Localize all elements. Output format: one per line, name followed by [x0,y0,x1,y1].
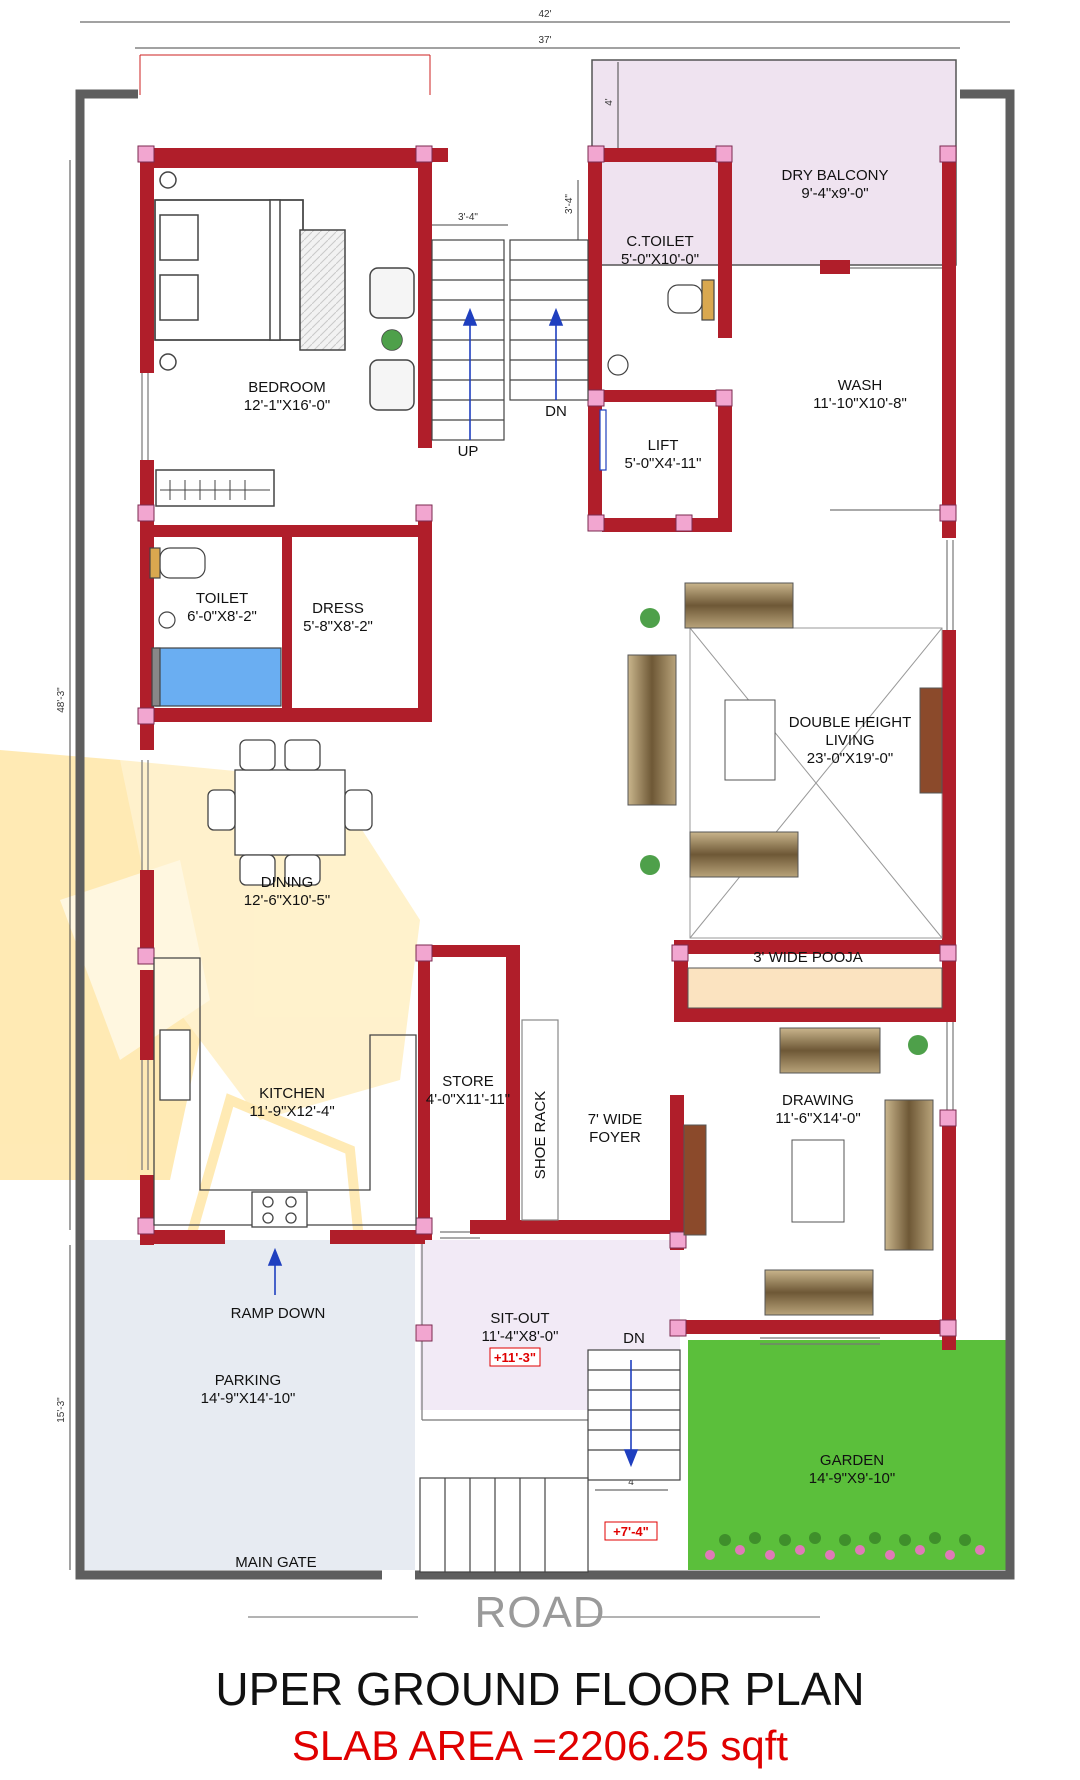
pooja-shelf [687,967,943,1009]
bed [154,171,346,371]
level-box-entry [604,1521,658,1541]
garden-flowers [705,1545,985,1560]
lift-size: 5'-0"X4'-11" [625,455,702,472]
toilet-size: 6'-0"X8'-2" [187,608,257,625]
staircase [431,239,589,441]
plot-boundary [75,89,1015,1580]
drawing-sofas [683,1027,934,1316]
living-name-line1: DOUBLE HEIGHT [789,714,912,731]
dim-balcony-depth: 4' [604,98,615,106]
plan-title: UPER GROUND FLOOR PLAN [215,1663,865,1715]
dim-left-lower: 15'-3" [56,1397,67,1423]
shoe-rack-unit [521,1019,559,1221]
garden-shrubs [719,1532,971,1546]
level-box-sitout [489,1347,541,1367]
dining-name: DINING [261,874,314,891]
road-line-right [580,1616,820,1618]
parking-area [80,1240,415,1570]
floor-plan: 42' 37' 48'-3" 15'-3" 4' 3'-4" 3'-4" 4' … [0,9,1015,1580]
drawing-name: DRAWING [782,1092,854,1109]
level-sitout: +11'-3" [494,1350,536,1365]
window-lines [141,267,954,1421]
dim-inner-width: 37' [538,35,551,46]
living-name-line2: LIVING [825,732,874,749]
toilet-fixtures [149,547,282,707]
parking-name: PARKING [215,1372,281,1389]
dining-set [207,739,373,886]
garden-size: 14'-9"X9'-10" [809,1470,895,1487]
slab-area: SLAB AREA =2206.25 sqft [291,1722,789,1769]
foyer-line2: FOYER [589,1129,641,1146]
dry-balcony-name: DRY BALCONY [782,167,889,184]
foyer-line1: 7' WIDE [588,1111,643,1128]
dim-left-upper: 48'-3" [56,687,67,713]
sitout-size: 11'-4"X8'-0" [482,1328,559,1345]
wash-size: 11'-10"X10'-8" [813,395,907,412]
wardrobe-hangers [160,480,270,500]
stair-up-label: UP [458,443,479,460]
kitchen-size: 11'-9"X12'-4" [249,1103,334,1120]
living-sofas [627,582,943,878]
pooja-label: 3' WIDE POOJA [753,949,863,966]
dry-balcony-size: 9'-4"x9'-0" [801,185,868,202]
ramp-arrow [267,1247,283,1295]
living-void [689,627,943,939]
c-toilet-fixtures [607,279,715,376]
dining-size: 12'-6"X10'-5" [244,892,330,909]
bedroom-chairs [369,267,415,411]
dimension-lines [69,21,1010,1570]
bedroom-name: BEDROOM [248,379,326,396]
road-label: ROAD [474,1588,606,1637]
c-toilet-name: C.TOILET [626,233,693,250]
wash-name: WASH [838,377,882,394]
toilet-name: TOILET [196,590,248,607]
living-size: 23'-0"X19'-0" [807,750,893,767]
shoe-rack-label: SHOE RACK [532,1091,549,1179]
main-gate-label: MAIN GATE [235,1554,316,1571]
dim-front-stair-width: 4' [628,1477,636,1488]
front-stair-arrow [623,1360,639,1468]
c-toilet-size: 5'-0"X10'-0" [621,251,699,268]
level-entry: +7'-4" [613,1524,649,1539]
columns [137,145,957,1342]
garden-name: GARDEN [820,1452,884,1469]
dim-overall-width: 42' [538,9,551,20]
lift-door [599,409,607,471]
stair-dn-label: DN [545,403,567,420]
dim-stair-width: 3'-4" [458,212,478,223]
dim-stair-landing: 3'-4" [564,194,575,214]
walls [140,148,956,1350]
bedroom-size: 12'-1"X16'-0" [244,397,330,414]
stair-arrows [462,307,564,440]
road-line-left [248,1616,418,1618]
lift-name: LIFT [648,437,679,454]
ramp-label: RAMP DOWN [231,1305,326,1322]
garden-lawn [688,1340,1008,1570]
room-labels: BEDROOM 12'-1"X16'-0" C.TOILET 5'-0"X10'… [187,167,911,1571]
store-size: 4'-0"X11'-11" [426,1091,510,1108]
drawing-size: 11'-6"X14'-0" [775,1110,860,1127]
kitchen-name: KITCHEN [259,1085,325,1102]
store-name: STORE [442,1073,493,1090]
dry-balcony-floor [591,59,957,266]
dress-name: DRESS [312,600,364,617]
sitout-name: SIT-OUT [490,1310,549,1327]
front-stairs [419,1349,681,1573]
kitchen-counter [153,957,417,1228]
parking-size: 14'-9"X14'-10" [201,1390,296,1407]
front-stair-dn-label: DN [623,1330,645,1347]
dress-size: 5'-8"X8'-2" [303,618,373,635]
